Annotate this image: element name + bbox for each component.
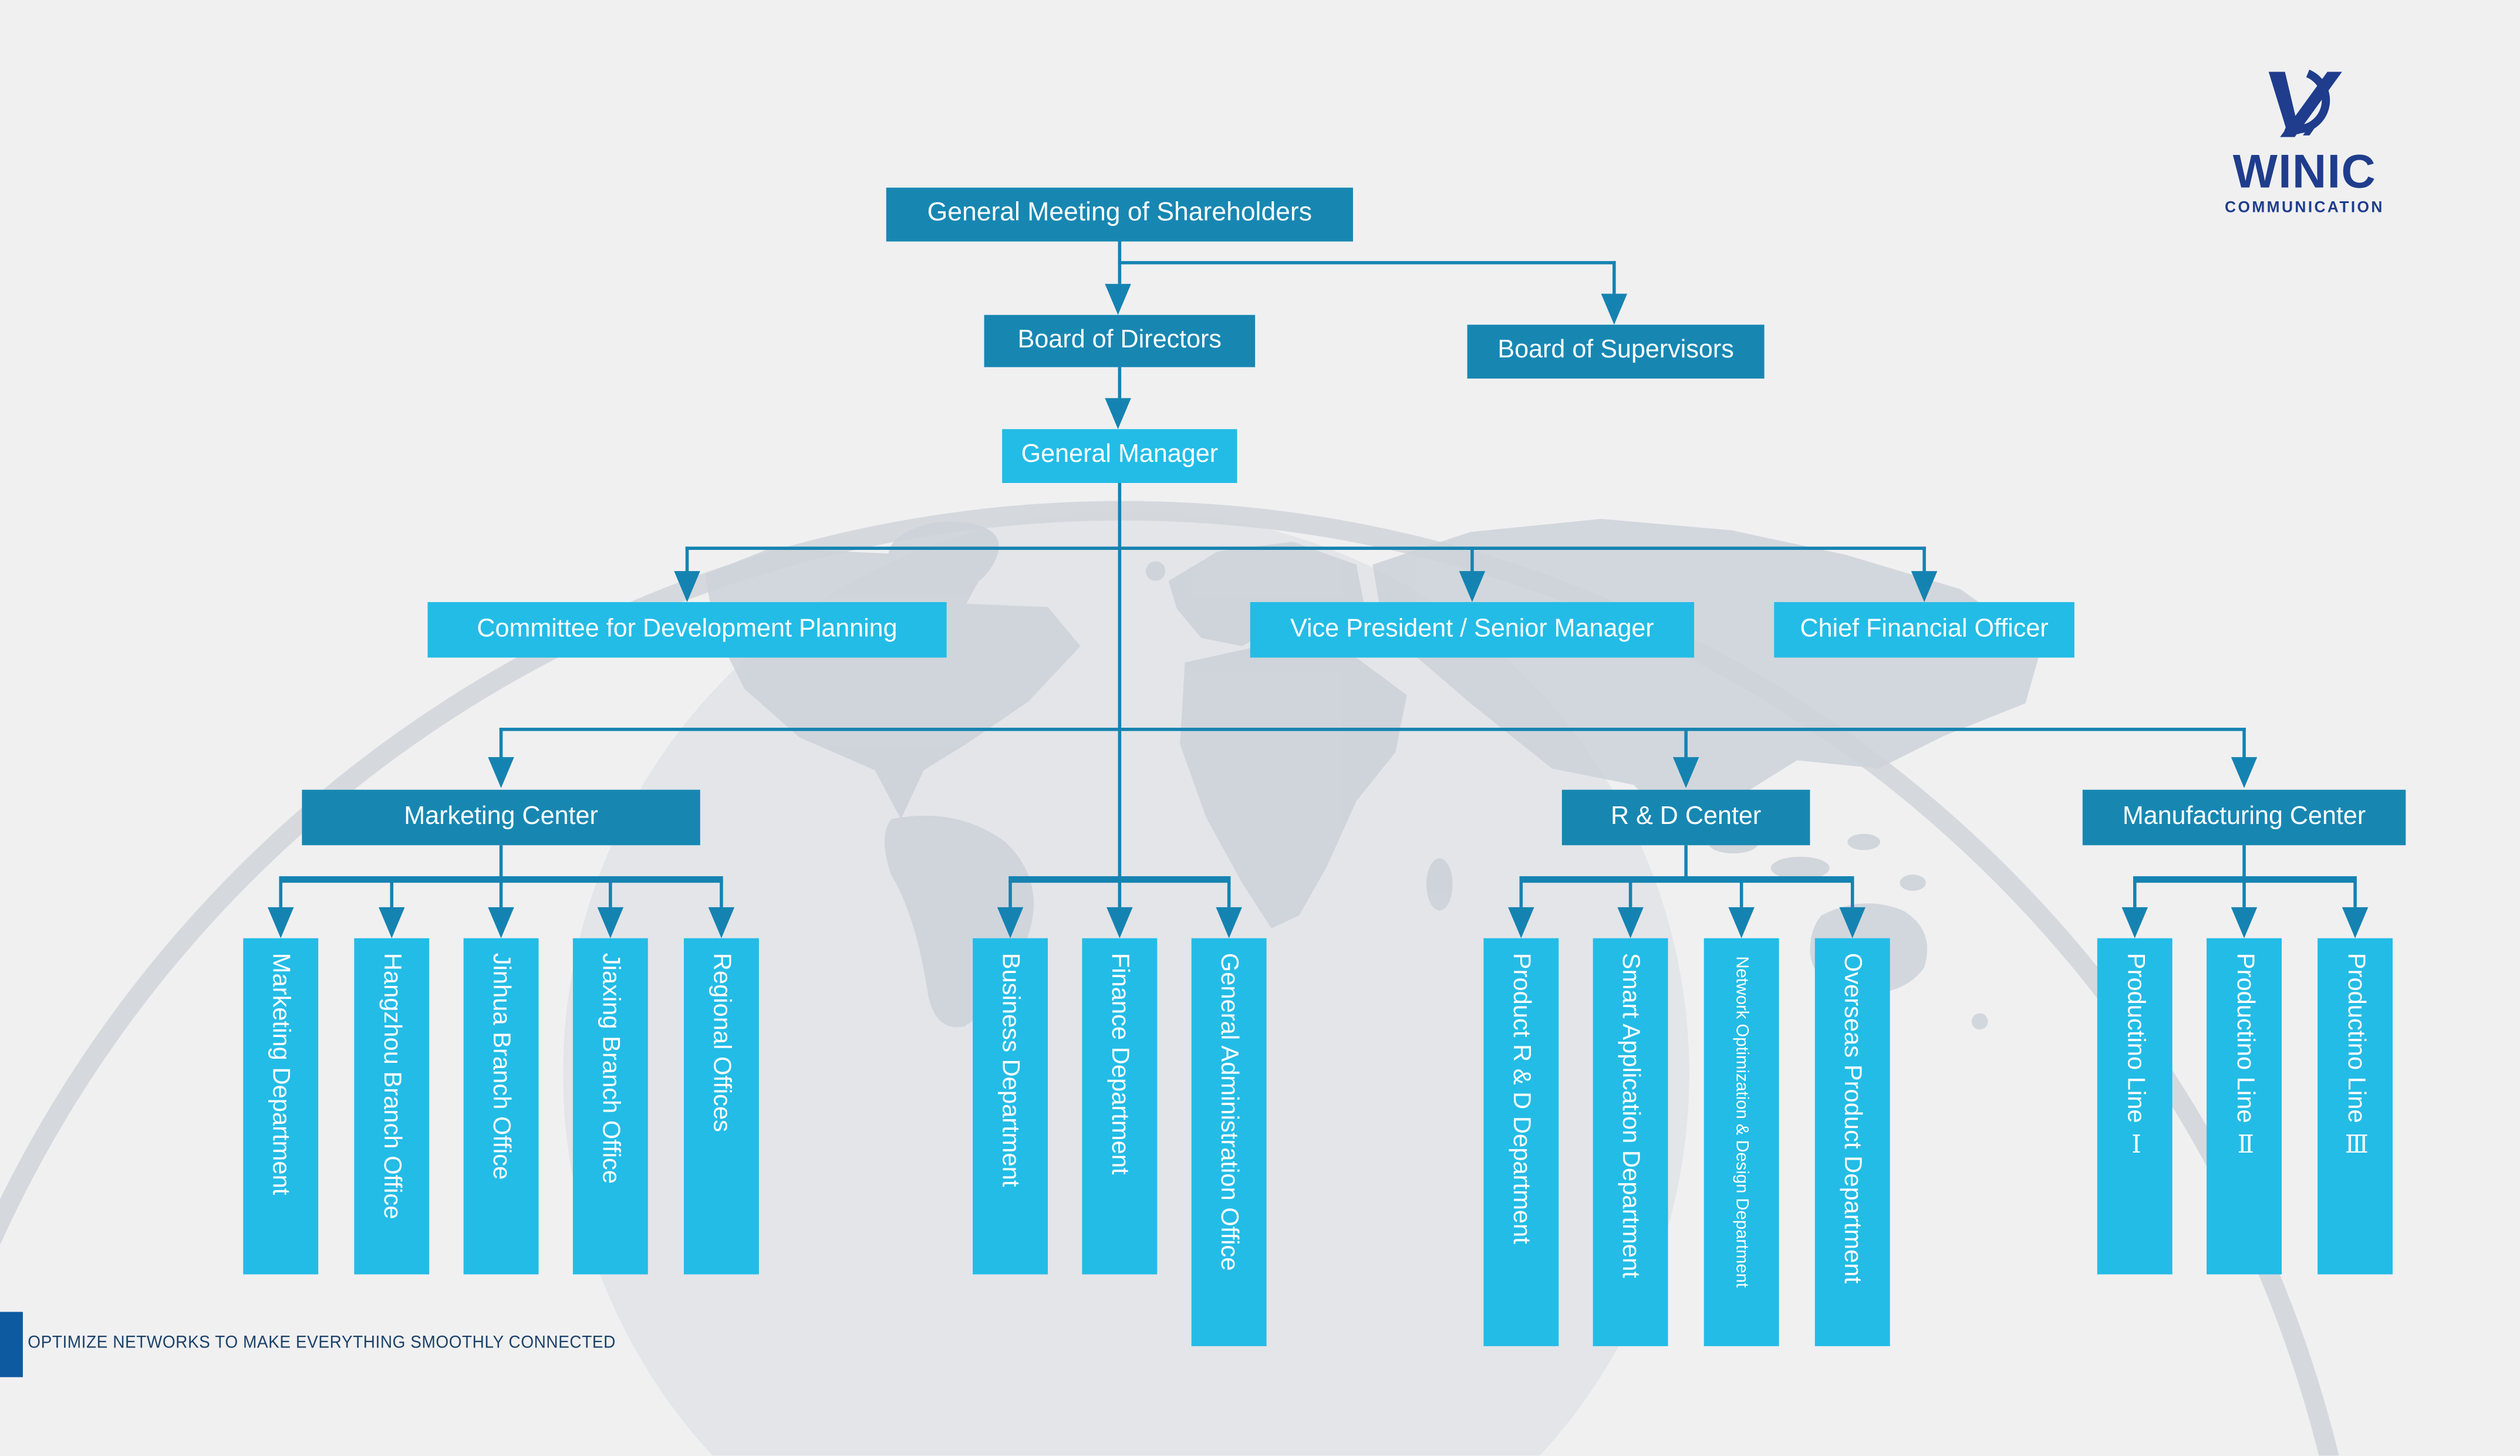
connector-manufacturing-bus xyxy=(2133,876,2357,883)
connector-rdc-down xyxy=(1684,845,1688,880)
connector-dept-stub xyxy=(2242,881,2246,907)
connector-rnd-bus xyxy=(1519,876,1854,883)
connector-mktc-down xyxy=(499,845,503,880)
arrow-down-icon xyxy=(708,907,735,938)
connector-dept-stub xyxy=(1850,881,1854,907)
arrow-down-icon xyxy=(2231,907,2258,938)
node-chief-financial-officer: Chief Financial Officer xyxy=(1774,602,2074,658)
connector-mfc-stub xyxy=(2242,728,2246,759)
node-committee-for-development-planning: Committee for Development Planning xyxy=(427,602,947,658)
connector-cdp-stub xyxy=(685,546,689,573)
winic-logo: WINIC COMMUNICATION xyxy=(2223,69,2386,217)
arrow-down-icon xyxy=(1105,283,1131,315)
connector-level1 xyxy=(685,546,1926,550)
connector-level2 xyxy=(499,728,2246,731)
arrow-down-icon xyxy=(1617,907,1644,938)
connector-dept-stub xyxy=(1519,881,1523,907)
arrow-down-icon xyxy=(1672,757,1699,788)
connector-bod-gm xyxy=(1118,367,1122,398)
dept-production-line-1: Productino Line Ⅰ xyxy=(2097,938,2172,1275)
arrow-down-icon xyxy=(997,907,1024,938)
connector-bos-down xyxy=(1612,261,1616,294)
connector-cfo-stub xyxy=(1922,546,1926,573)
connector-dept-stub xyxy=(1628,881,1632,907)
arrow-down-icon xyxy=(1105,398,1131,430)
connector-dept-stub xyxy=(390,881,394,907)
arrow-down-icon xyxy=(2121,907,2148,938)
dept-finance-department: Finance Department xyxy=(1082,938,1158,1275)
arrow-down-icon xyxy=(267,907,294,938)
node-rd-center: R & D Center xyxy=(1561,789,1810,846)
arrow-down-icon xyxy=(1106,907,1133,938)
dept-product-rd-department: Product R & D Department xyxy=(1483,938,1559,1346)
arrow-down-icon xyxy=(1911,571,1938,602)
arrow-down-icon xyxy=(674,571,700,602)
arrow-down-icon xyxy=(2342,907,2369,938)
connector-dept-stub xyxy=(499,881,503,907)
connector-dept-stub xyxy=(720,881,723,907)
connector-dept-stub xyxy=(2133,881,2137,907)
connector-admin-bus xyxy=(1008,876,1231,883)
connector-dept-stub xyxy=(1118,881,1122,907)
connector-dept-stub xyxy=(1739,881,1743,907)
footer-accent-rect xyxy=(0,1312,23,1377)
node-board-of-supervisors: Board of Supervisors xyxy=(1467,325,1765,379)
node-manufacturing-center: Manufacturing Center xyxy=(2082,789,2406,846)
arrow-down-icon xyxy=(379,907,405,938)
arrow-down-icon xyxy=(1839,907,1865,938)
logo-sub-text: COMMUNICATION xyxy=(2225,199,2384,217)
connector-rdc-stub xyxy=(1684,728,1688,759)
arrow-down-icon xyxy=(1728,907,1755,938)
dept-jiaxing-branch-office: Jiaxing Branch Office xyxy=(572,938,648,1275)
node-marketing-center: Marketing Center xyxy=(302,789,700,846)
dept-production-line-2: Productino Line Ⅱ xyxy=(2207,938,2282,1275)
connector-dept-stub xyxy=(2353,881,2357,907)
dept-marketing-department: Marketing Department xyxy=(243,938,319,1275)
arrow-down-icon xyxy=(1601,293,1628,325)
arrow-down-icon xyxy=(1459,571,1486,602)
arrow-down-icon xyxy=(1508,907,1534,938)
node-vice-president-senior-manager: Vice President / Senior Manager xyxy=(1250,602,1695,658)
dept-overseas-product-department: Overseas Product Department xyxy=(1814,938,1890,1346)
dept-regional-offices: Regional Offices xyxy=(683,938,759,1275)
dept-jinhua-branch-office: Jinhua Branch Office xyxy=(463,938,539,1275)
connector-dept-stub xyxy=(609,881,612,907)
logo-brand-text: WINIC xyxy=(2232,147,2377,200)
winic-logo-icon xyxy=(2268,69,2342,137)
connector-dept-stub xyxy=(279,881,283,907)
arrow-down-icon xyxy=(488,907,514,938)
connector-mfc-down xyxy=(2242,845,2246,880)
arrow-down-icon xyxy=(488,757,514,788)
connector-dept-stub xyxy=(1008,881,1012,907)
footer-tagline: OPTIMIZE NETWORKS TO MAKE EVERYTHING SMO… xyxy=(28,1333,616,1353)
dept-hangzhou-branch-office: Hangzhou Branch Office xyxy=(354,938,430,1275)
node-general-manager: General Manager xyxy=(1002,429,1237,483)
connector-dept-stub xyxy=(1227,881,1231,907)
arrow-down-icon xyxy=(1216,907,1242,938)
arrow-down-icon xyxy=(597,907,624,938)
dept-general-administration-office: General Administration Office xyxy=(1191,938,1267,1346)
dept-smart-application-department: Smart Application Department xyxy=(1593,938,1668,1346)
node-board-of-directors: Board of Directors xyxy=(984,315,1256,367)
dept-network-optimization-design-department: Network Optimization & Design Department xyxy=(1703,938,1779,1346)
node-general-meeting-of-shareholders: General Meeting of Shareholders xyxy=(886,187,1353,242)
connector-gm-trunk xyxy=(1118,482,1122,880)
arrow-down-icon xyxy=(2231,757,2258,788)
connector-marketing-bus xyxy=(279,876,723,883)
dept-production-line-3: Productino Line Ⅲ xyxy=(2317,938,2393,1275)
dept-business-department: Business Department xyxy=(973,938,1048,1275)
connector-branch-supervisors xyxy=(1118,261,1616,265)
connector-vp-stub xyxy=(1470,546,1474,573)
connector-mktc-stub xyxy=(499,728,503,759)
